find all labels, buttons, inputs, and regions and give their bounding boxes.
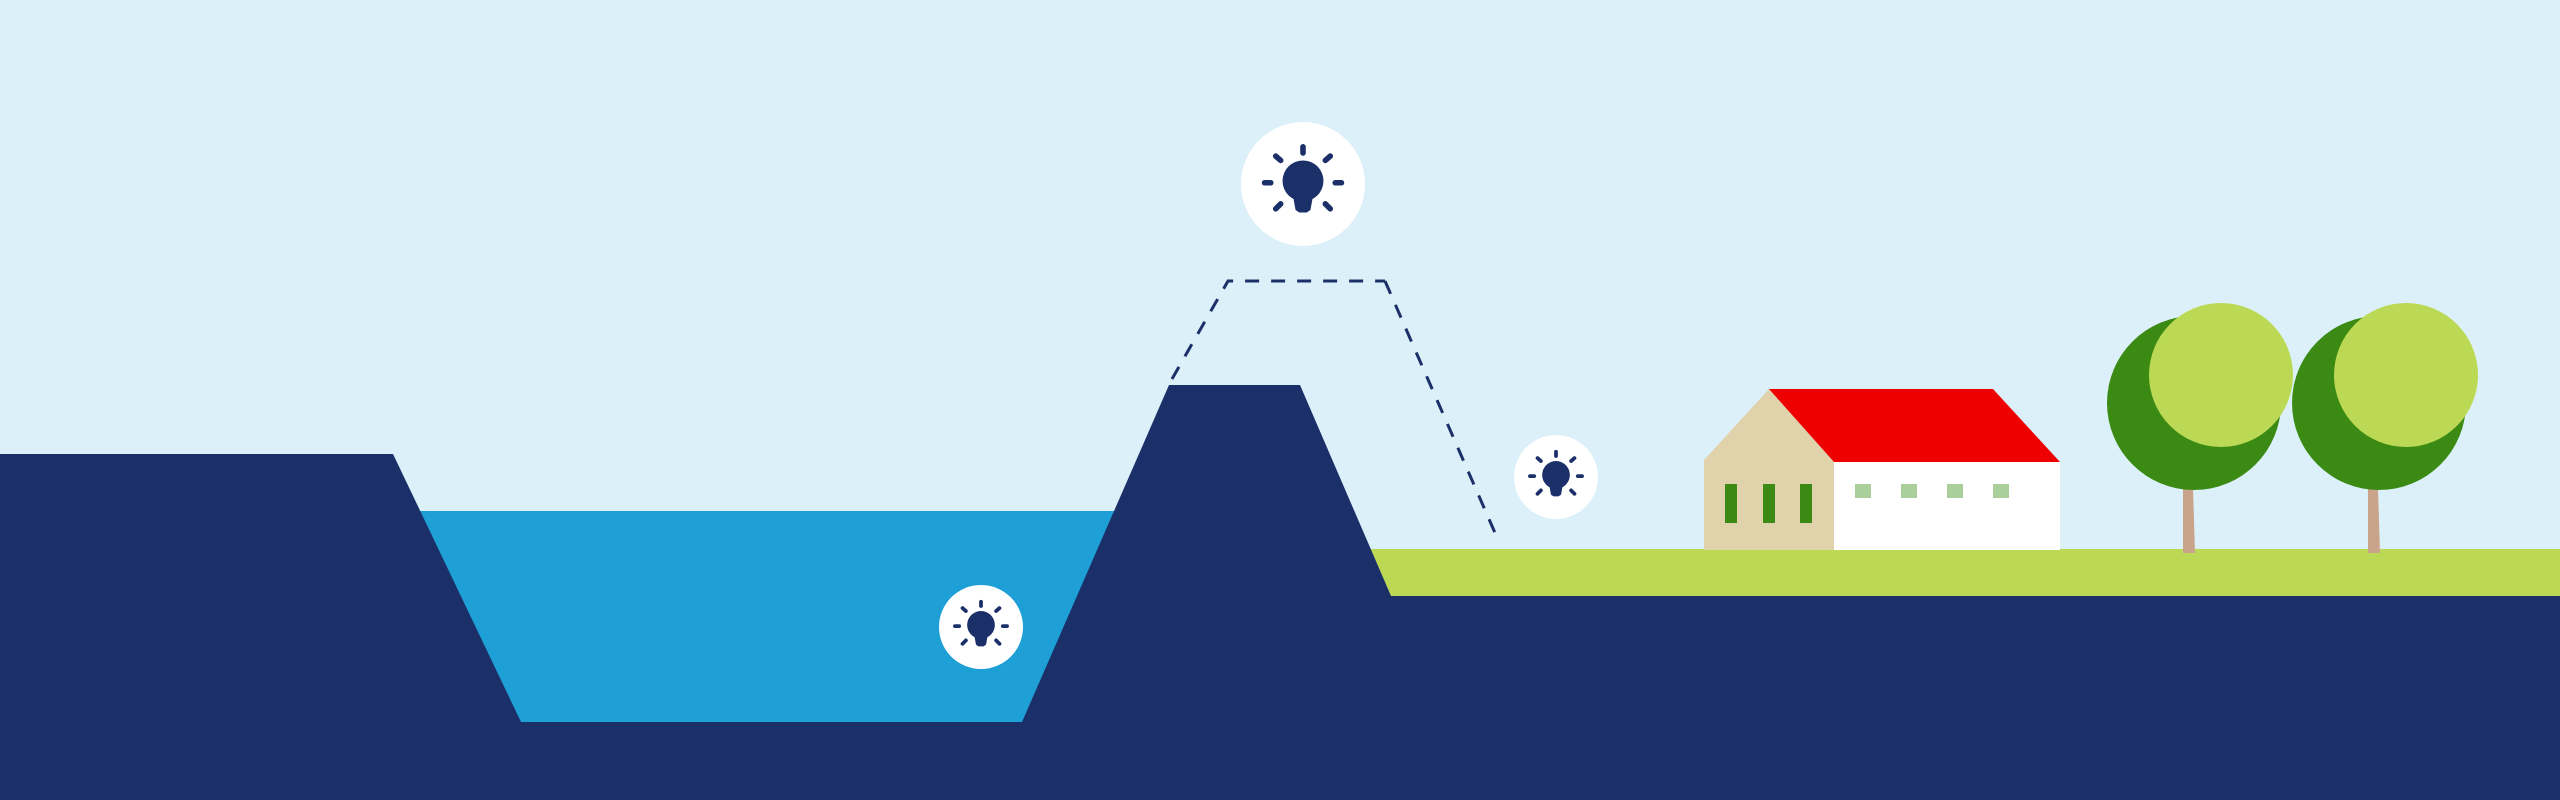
grass — [1360, 549, 2560, 599]
window — [1725, 484, 1737, 523]
lightbulb-icon — [1241, 122, 1365, 246]
lightbulb-icon — [1514, 435, 1598, 519]
tree-trunk — [2183, 488, 2195, 553]
tree-trunk — [2368, 488, 2380, 553]
window — [1901, 484, 1917, 498]
house-roof — [1769, 389, 2060, 462]
house-wall — [1834, 462, 2060, 550]
lightbulb-icon — [939, 585, 1023, 669]
house — [1704, 389, 2060, 550]
dashed-wave-line — [1170, 279, 1501, 543]
window — [1855, 484, 1871, 498]
window — [1993, 484, 2009, 498]
tree — [2292, 303, 2478, 553]
window — [1763, 484, 1775, 523]
dike-ground — [0, 385, 2560, 800]
window — [1947, 484, 1963, 498]
tree — [2107, 303, 2293, 553]
window — [1800, 484, 1812, 523]
